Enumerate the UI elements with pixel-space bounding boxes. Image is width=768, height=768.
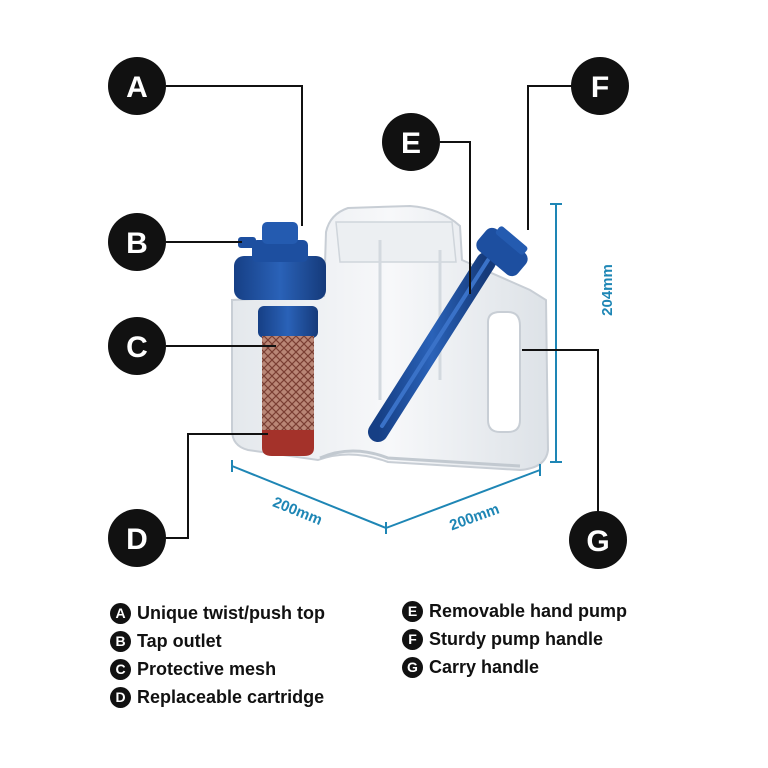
leader-f — [527, 85, 572, 230]
legend-item-a: A Unique twist/push top — [110, 599, 325, 627]
leader-g — [522, 349, 599, 514]
filter-cartridge-top — [258, 306, 318, 338]
container-inner-ridge — [378, 240, 442, 400]
leader-e — [440, 141, 471, 294]
legend-label-b: Tap outlet — [137, 630, 222, 651]
callout-b: B — [108, 213, 166, 271]
svg-text:E: E — [401, 127, 421, 160]
carry-handle-opening — [487, 311, 521, 433]
legend-label-g: Carry handle — [429, 656, 540, 677]
callout-f: F — [571, 57, 629, 115]
protective-mesh-illustration — [262, 336, 314, 432]
callout-e: E — [382, 113, 440, 171]
twist-push-top-knob — [262, 222, 298, 244]
legend-label-e: Removable hand pump — [429, 600, 628, 621]
svg-text:B: B — [126, 227, 148, 260]
callout-g: G — [569, 511, 627, 569]
legend-label-d: Replaceable cartridge — [137, 686, 325, 707]
tap-outlet-nozzle — [238, 237, 256, 248]
leader-lines — [166, 85, 599, 539]
legend-label-f: Sturdy pump handle — [429, 628, 604, 649]
container-base — [319, 449, 521, 468]
width-right-dimension-line — [385, 469, 541, 529]
legend-badge-d: D — [110, 686, 131, 708]
legend-right-column: E Removable hand pump F Sturdy pump hand… — [402, 597, 627, 681]
leader-d — [166, 433, 268, 539]
svg-text:G: G — [586, 525, 609, 558]
legend-label-c: Protective mesh — [137, 658, 277, 679]
legend-badge-g: G — [402, 656, 423, 678]
legend-item-e: E Removable hand pump — [402, 597, 627, 625]
dimension-lines — [231, 203, 562, 534]
pump-handle-cap — [476, 226, 528, 277]
legend-badge-b: B — [110, 630, 131, 652]
legend-item-c: C Protective mesh — [110, 655, 325, 683]
legend-item-g: G Carry handle — [402, 653, 627, 681]
callout-a: A — [108, 57, 166, 115]
callout-c: C — [108, 317, 166, 375]
legend-left-column: A Unique twist/push top B Tap outlet C P… — [110, 599, 325, 711]
legend-badge-e: E — [402, 600, 423, 622]
leader-a — [166, 85, 303, 226]
twist-push-top-collar — [252, 240, 308, 262]
legend-badge-c: C — [110, 658, 131, 680]
water-container-illustration — [231, 204, 550, 472]
legend-badge-f: F — [402, 628, 423, 650]
legend-label-a: Unique twist/push top — [137, 602, 325, 623]
width-right-dimension-label: 200mm — [447, 501, 501, 535]
svg-text:D: D — [126, 523, 148, 556]
replaceable-cartridge-bottom — [262, 430, 314, 456]
width-left-dimension-line — [231, 465, 387, 529]
legend-item-d: D Replaceable cartridge — [110, 683, 325, 711]
twist-push-top-base — [234, 256, 326, 300]
container-top-ridge — [335, 221, 457, 263]
svg-text:A: A — [126, 71, 148, 104]
svg-text:C: C — [126, 331, 148, 364]
svg-text:F: F — [591, 71, 609, 104]
legend-item-b: B Tap outlet — [110, 627, 325, 655]
callout-d: D — [108, 509, 166, 567]
legend-badge-a: A — [110, 602, 131, 624]
height-dimension-label: 204mm — [599, 264, 616, 316]
legend-item-f: F Sturdy pump handle — [402, 625, 627, 653]
